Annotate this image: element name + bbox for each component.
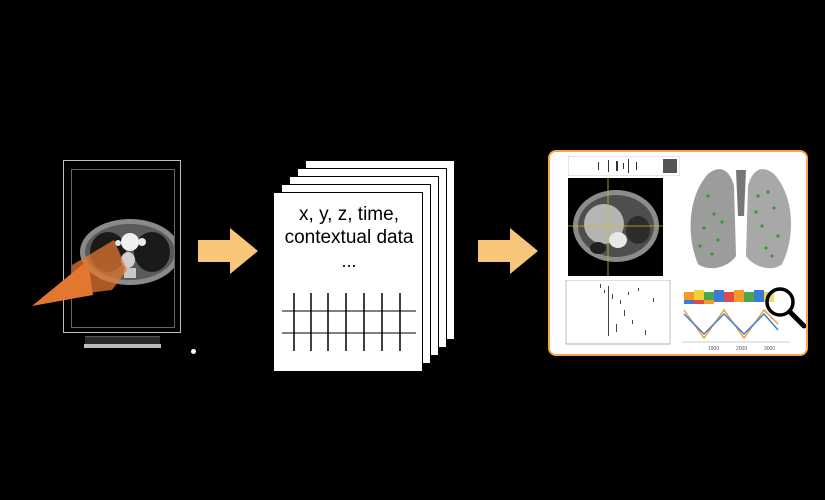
- trend-line: [683, 312, 779, 335]
- visualization-panel: 1900 2000 3000: [548, 150, 808, 356]
- data-stack: x, y, z, time, contextual data ...: [273, 160, 463, 372]
- stacked-bars: [684, 290, 774, 304]
- stack-front-sheet: x, y, z, time, contextual data ...: [273, 192, 423, 372]
- data-table-grid: [282, 293, 416, 351]
- x-tick-label: 3000: [764, 346, 775, 352]
- top-strip-plot: [568, 156, 680, 176]
- timeline-chart: 1900 2000 3000: [682, 290, 790, 352]
- lung-3d-rendering: [690, 169, 792, 269]
- scatter-strip-plot: [565, 280, 671, 345]
- ct-axial-image: [568, 178, 663, 276]
- stack-label: x, y, z, time, contextual data: [274, 203, 424, 249]
- x-tick-label: 1900: [708, 346, 719, 352]
- view-cone: [32, 260, 93, 306]
- monitor-base: [84, 344, 161, 348]
- stack-ellipsis: ...: [341, 251, 357, 271]
- monitor-stand: [85, 336, 160, 347]
- right-arrow-icon: [478, 228, 538, 274]
- right-arrow-icon: [198, 228, 258, 274]
- x-tick-label: 2000: [736, 346, 747, 352]
- small-marker: [191, 349, 196, 354]
- monitor-frame: [63, 160, 181, 333]
- monitor-screen: [71, 169, 175, 328]
- monitor: [63, 160, 183, 335]
- magnifier-icon: [765, 287, 806, 329]
- stack-line-2: contextual data: [284, 227, 414, 248]
- stack-line-1: x, y, z, time,: [299, 204, 399, 225]
